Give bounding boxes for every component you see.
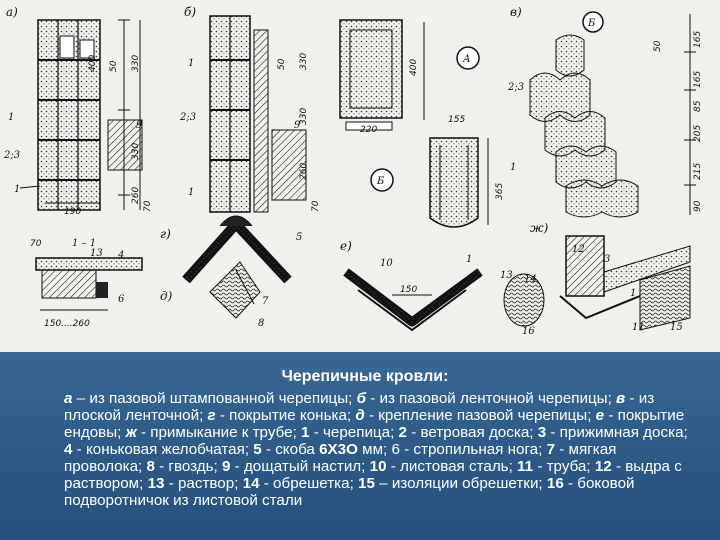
- svg-text:330: 330: [131, 55, 141, 72]
- svg-text:400: 400: [88, 55, 98, 72]
- svg-text:90: 90: [693, 200, 703, 212]
- panel-a: а) 400 50 330 330 260 70 190 1 2;3 9 1: [3, 5, 153, 217]
- svg-text:155: 155: [448, 115, 465, 125]
- svg-text:12: 12: [572, 244, 585, 255]
- svg-text:г): г): [160, 227, 171, 241]
- svg-text:16: 16: [522, 326, 535, 337]
- panel-b: б) 50 330 330 260 70 1 2;3 9 1: [179, 5, 321, 213]
- svg-text:Б: Б: [587, 18, 596, 29]
- svg-text:1: 1: [466, 254, 472, 265]
- svg-text:6: 6: [118, 294, 125, 305]
- svg-text:165: 165: [693, 31, 703, 48]
- svg-text:190: 190: [64, 207, 81, 217]
- svg-text:3: 3: [604, 254, 610, 265]
- svg-text:8: 8: [258, 318, 264, 329]
- circle-b2-marker: [582, 11, 604, 33]
- drawing-svg: а) 400 50 330 330 260 70 190 1 2;3 9 1 б…: [3, 5, 703, 337]
- svg-text:14: 14: [524, 274, 537, 285]
- svg-text:11: 11: [632, 322, 645, 333]
- panel-v-letter: в): [510, 5, 522, 19]
- svg-text:9: 9: [294, 120, 301, 131]
- svg-text:205: 205: [693, 125, 703, 142]
- svg-text:150: 150: [400, 285, 417, 295]
- svg-text:13: 13: [500, 270, 513, 281]
- svg-text:1: 1: [188, 58, 194, 69]
- svg-text:330: 330: [131, 143, 141, 160]
- svg-text:1: 1: [8, 112, 14, 123]
- caption-body: а – из пазовой штампованной черепицы; б …: [64, 390, 688, 509]
- panel-e: е) 150 10 1: [340, 239, 483, 332]
- panel-v: в) Б 50 165 165 85 205 215 90 2;3 1: [507, 5, 703, 218]
- svg-text:9: 9: [136, 120, 143, 131]
- svg-text:400: 400: [409, 59, 419, 76]
- svg-text:215: 215: [693, 163, 703, 180]
- svg-text:5: 5: [296, 232, 302, 243]
- svg-text:165: 165: [693, 71, 703, 88]
- svg-text:70: 70: [311, 200, 321, 212]
- svg-text:ж): ж): [530, 221, 549, 235]
- svg-text:85: 85: [693, 100, 703, 112]
- svg-text:д): д): [160, 289, 173, 303]
- svg-text:330: 330: [299, 108, 309, 125]
- svg-text:1: 1: [14, 184, 20, 195]
- svg-text:70: 70: [143, 200, 153, 212]
- svg-text:50: 50: [277, 58, 287, 70]
- svg-text:2;3: 2;3: [179, 112, 196, 123]
- svg-text:70: 70: [30, 239, 42, 249]
- svg-text:10: 10: [380, 258, 393, 269]
- svg-text:365: 365: [495, 183, 505, 200]
- panel-b-letter: б): [184, 5, 196, 19]
- svg-text:1: 1: [510, 162, 516, 173]
- caption-title: Черепичные кровли:: [281, 368, 449, 385]
- section-1-1: 1 – 1 70 150....260 13 4 6: [30, 238, 143, 329]
- svg-text:260: 260: [299, 163, 309, 180]
- svg-text:330: 330: [299, 53, 309, 70]
- svg-text:15: 15: [670, 322, 683, 333]
- technical-drawing: а) 400 50 330 330 260 70 190 1 2;3 9 1 б…: [0, 0, 720, 352]
- panel-a-letter: а): [6, 5, 18, 19]
- svg-text:7: 7: [262, 296, 269, 307]
- caption-area: Черепичные кровли: а – из пазовой штампо…: [0, 352, 720, 540]
- svg-text:А: А: [462, 54, 471, 65]
- svg-text:220: 220: [360, 125, 377, 135]
- svg-text:2;3: 2;3: [507, 82, 524, 93]
- svg-text:е): е): [340, 239, 352, 253]
- svg-text:50: 50: [109, 60, 119, 72]
- svg-text:13: 13: [90, 248, 103, 259]
- circle-a-marker: [456, 46, 480, 70]
- panel-zh: ж) 12 13 14 16 11 15 3 1: [500, 221, 691, 337]
- circle-b-marker: [370, 168, 394, 192]
- panel-g-d: г) д) 5 7 8: [160, 215, 302, 329]
- svg-text:1: 1: [630, 288, 636, 299]
- svg-text:1 – 1: 1 – 1: [72, 238, 96, 249]
- svg-text:50: 50: [653, 40, 663, 52]
- tile-detail: А 400 220 Б 155 365: [339, 19, 505, 228]
- svg-text:Б: Б: [376, 176, 385, 187]
- svg-text:1: 1: [188, 187, 194, 198]
- svg-text:2;3: 2;3: [3, 150, 20, 161]
- svg-text:260: 260: [131, 187, 141, 204]
- svg-text:150....260: 150....260: [44, 319, 90, 329]
- svg-text:4: 4: [117, 250, 124, 261]
